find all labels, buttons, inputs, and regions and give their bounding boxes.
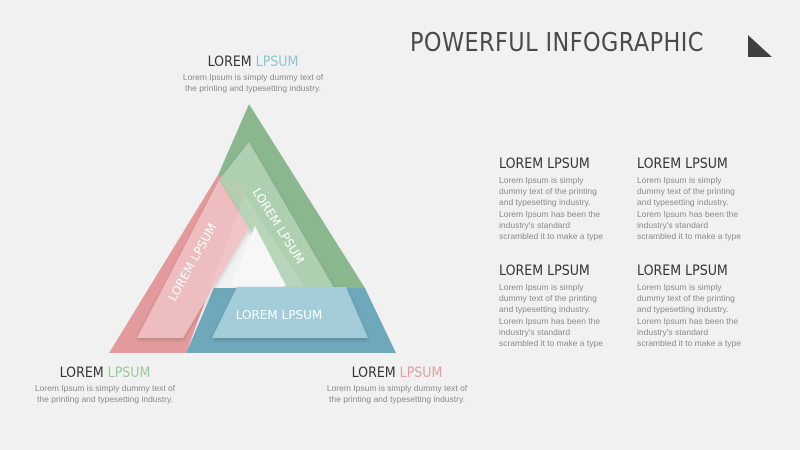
left-caption-title: LOREM LPSUM bbox=[29, 365, 182, 381]
text-block-line: scrambled it to make a type bbox=[499, 338, 603, 349]
text-block-title: LOREM LPSUM bbox=[637, 263, 728, 279]
right-caption-text: Lorem Ipsum is simply dummy text of the … bbox=[312, 383, 482, 405]
right-caption-line: Lorem Ipsum is simply dummy text of bbox=[326, 383, 468, 393]
left-caption-line: the printing and typesetting industry. bbox=[37, 394, 173, 404]
text-block: LOREM LPSUM Lorem Ipsum is simply dummy … bbox=[499, 156, 634, 242]
text-block-title: LOREM LPSUM bbox=[499, 156, 590, 172]
text-block-line: scrambled it to make a type bbox=[499, 231, 603, 242]
top-caption-line: the printing and typesetting industry. bbox=[185, 83, 321, 93]
text-block-line: Lorem Ipsum has been the bbox=[637, 315, 739, 326]
top-caption-text: Lorem Ipsum is simply dummy text of the … bbox=[168, 72, 338, 94]
right-caption-accent: LPSUM bbox=[399, 365, 443, 381]
text-block-line: industry's standard bbox=[637, 219, 709, 230]
left-caption-head: LOREM bbox=[59, 365, 104, 381]
right-caption-head: LOREM bbox=[351, 365, 396, 381]
text-block-line: Lorem Ipsum is simply bbox=[637, 282, 722, 292]
text-block-line: industry's standard bbox=[499, 219, 571, 230]
text-block-line: industry's standard bbox=[499, 326, 571, 337]
text-block-line: industry's standard bbox=[637, 326, 709, 337]
page-title: POWERFUL INFOGRAPHIC bbox=[410, 28, 704, 58]
text-block-line: and typesetting industry. bbox=[637, 197, 729, 208]
text-block-line: dummy text of the printing bbox=[637, 293, 735, 304]
top-caption-line: Lorem Ipsum is simply dummy text of bbox=[182, 72, 324, 82]
top-caption-title: LOREM LPSUM bbox=[177, 54, 330, 70]
pink-inner-panel bbox=[137, 180, 249, 338]
top-caption: LOREM LPSUM Lorem Ipsum is simply dummy … bbox=[168, 54, 338, 94]
text-block-line: scrambled it to make a type bbox=[637, 338, 741, 349]
text-block-line: dummy text of the printing bbox=[499, 293, 597, 304]
text-block-line: Lorem Ipsum has been the bbox=[637, 208, 739, 219]
green-segment bbox=[218, 104, 365, 288]
text-block-line: and typesetting industry. bbox=[499, 304, 591, 315]
text-block-line: Lorem Ipsum is simply bbox=[499, 282, 584, 292]
text-block: LOREM LPSUM Lorem Ipsum is simply dummy … bbox=[499, 263, 634, 349]
right-caption: LOREM LPSUM Lorem Ipsum is simply dummy … bbox=[312, 365, 482, 405]
text-block-line: and typesetting industry. bbox=[637, 304, 729, 315]
green-inner-panel bbox=[219, 142, 334, 288]
text-block: LOREM LPSUM Lorem Ipsum is simply dummy … bbox=[637, 263, 772, 349]
text-block-title: LOREM LPSUM bbox=[499, 263, 590, 279]
left-caption-text: Lorem Ipsum is simply dummy text of the … bbox=[20, 383, 190, 405]
text-block: LOREM LPSUM Lorem Ipsum is simply dummy … bbox=[637, 156, 772, 242]
text-block-line: Lorem Ipsum is simply bbox=[499, 175, 584, 185]
left-caption: LOREM LPSUM Lorem Ipsum is simply dummy … bbox=[20, 365, 190, 405]
corner-triangle-icon bbox=[748, 35, 772, 57]
text-block-line: dummy text of the printing bbox=[637, 186, 735, 197]
text-block-line: Lorem Ipsum is simply bbox=[637, 175, 722, 185]
left-caption-accent: LPSUM bbox=[107, 365, 151, 381]
text-block-line: Lorem Ipsum has been the bbox=[499, 208, 601, 219]
blue-inner-panel bbox=[212, 287, 368, 338]
text-block-body: Lorem Ipsum is simply dummy text of the … bbox=[499, 175, 634, 242]
text-block-body: Lorem Ipsum is simply dummy text of the … bbox=[499, 282, 634, 349]
text-block-line: scrambled it to make a type bbox=[637, 231, 741, 242]
left-caption-line: Lorem Ipsum is simply dummy text of bbox=[34, 383, 176, 393]
right-caption-line: the printing and typesetting industry. bbox=[329, 394, 465, 404]
top-caption-head: LOREM bbox=[207, 54, 252, 70]
text-block-line: Lorem Ipsum has been the bbox=[499, 315, 601, 326]
right-caption-title: LOREM LPSUM bbox=[321, 365, 474, 381]
text-block-body: Lorem Ipsum is simply dummy text of the … bbox=[637, 282, 772, 349]
top-caption-accent: LPSUM bbox=[255, 54, 299, 70]
text-block-body: Lorem Ipsum is simply dummy text of the … bbox=[637, 175, 772, 242]
blue-segment-label: LOREM LPSUM bbox=[236, 308, 322, 322]
inner-triangle bbox=[230, 226, 286, 286]
text-block-title: LOREM LPSUM bbox=[637, 156, 728, 172]
text-block-line: and typesetting industry. bbox=[499, 197, 591, 208]
text-block-line: dummy text of the printing bbox=[499, 186, 597, 197]
